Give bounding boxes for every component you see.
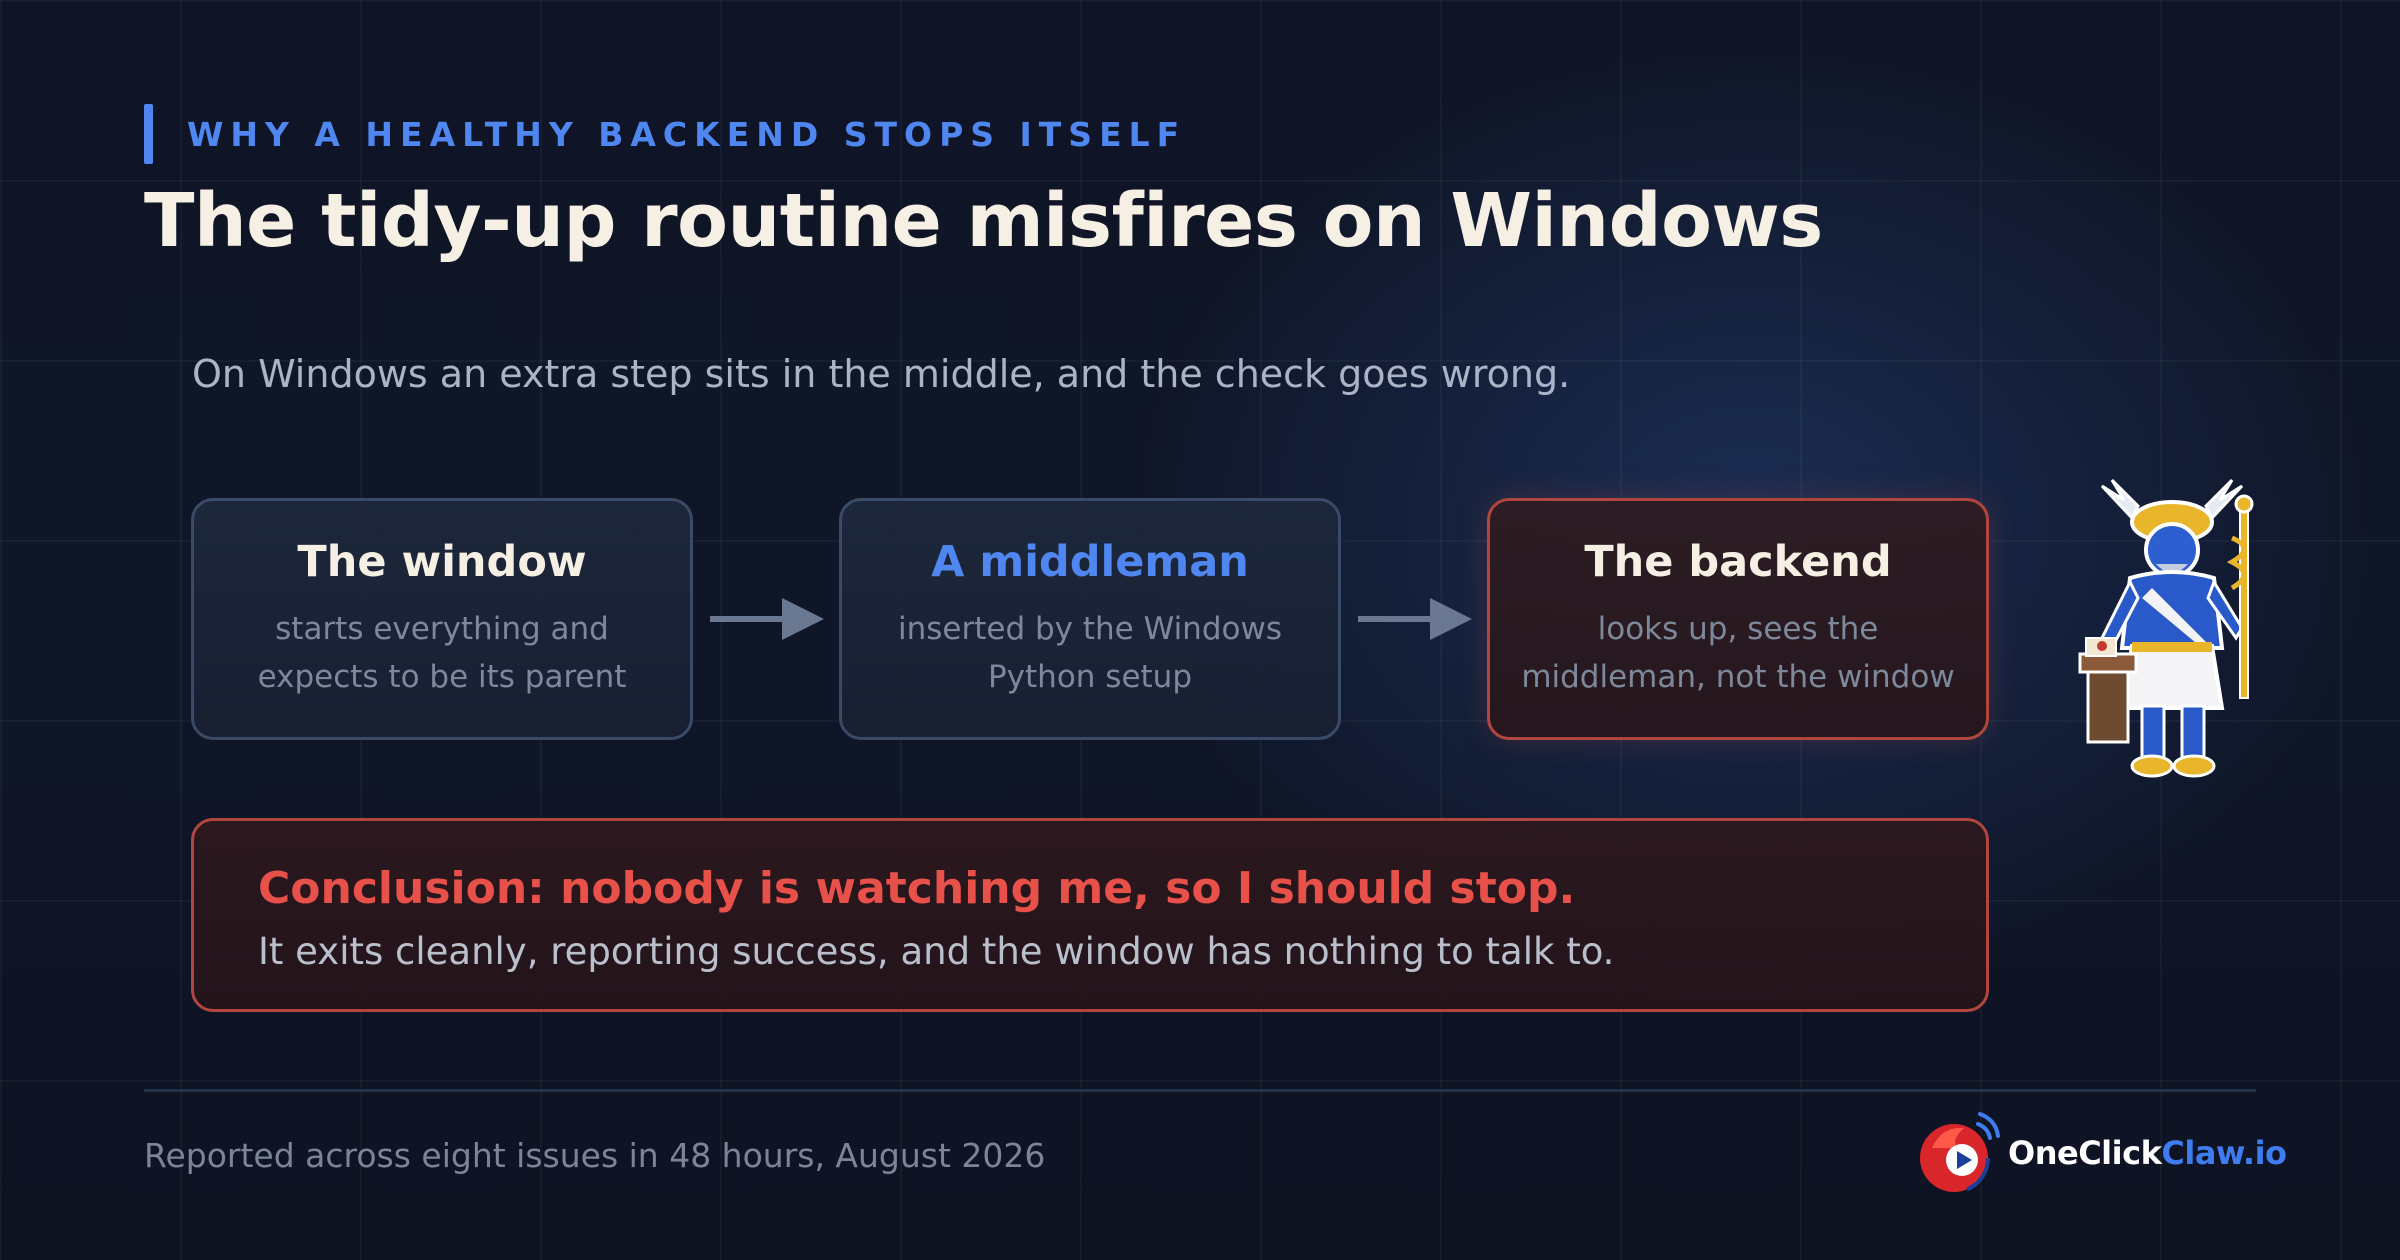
page-subtitle: On Windows an extra step sits in the mid… [192, 352, 1571, 396]
flow-card-title: The window [297, 537, 587, 587]
flow-card-desc-line2: expects to be its parent [257, 659, 627, 695]
flow-card-desc-line1: looks up, sees the [1597, 611, 1879, 647]
conclusion-title: Conclusion: nobody is watching me, so I … [258, 863, 1576, 914]
flow-card-middleman: A middleman inserted by the Windows Pyth… [839, 498, 1341, 740]
footer-divider [144, 1089, 2256, 1092]
conclusion-callout: Conclusion: nobody is watching me, so I … [191, 818, 1989, 1012]
arrow-right-icon [710, 598, 824, 640]
brand-logo: OneClickClaw.io [1912, 1108, 2287, 1198]
eyebrow-accent-bar [144, 104, 153, 164]
mascot-figure-icon [2078, 478, 2254, 778]
section-eyebrow: WHY A HEALTHY BACKEND STOPS ITSELF [144, 104, 1186, 164]
brand-logo-icon [1918, 1112, 2000, 1194]
flow-card-desc-line2: Python setup [987, 659, 1192, 695]
flow-card-backend: The backend looks up, sees the middleman… [1487, 498, 1989, 740]
conclusion-text: It exits cleanly, reporting success, and… [258, 930, 1615, 973]
footer-note: Reported across eight issues in 48 hours… [144, 1136, 1046, 1175]
arrow-right-icon [1358, 598, 1472, 640]
flow-card-title: A middleman [931, 537, 1249, 587]
brand-name-main: OneClick [2008, 1134, 2162, 1172]
flow-card-window: The window starts everything and expects… [191, 498, 693, 740]
brand-name-accent: Claw.io [2161, 1134, 2287, 1172]
brand-name[interactable]: OneClickClaw.io [2008, 1134, 2287, 1172]
flow-card-desc-line1: inserted by the Windows [898, 611, 1282, 647]
page-title: The tidy-up routine misfires on Windows [144, 178, 1823, 264]
flow-card-desc-line2: middleman, not the window [1521, 659, 1955, 695]
eyebrow-text: WHY A HEALTHY BACKEND STOPS ITSELF [187, 114, 1187, 154]
flow-card-title: The backend [1584, 537, 1892, 587]
flow-card-desc-line1: starts everything and [275, 611, 609, 647]
